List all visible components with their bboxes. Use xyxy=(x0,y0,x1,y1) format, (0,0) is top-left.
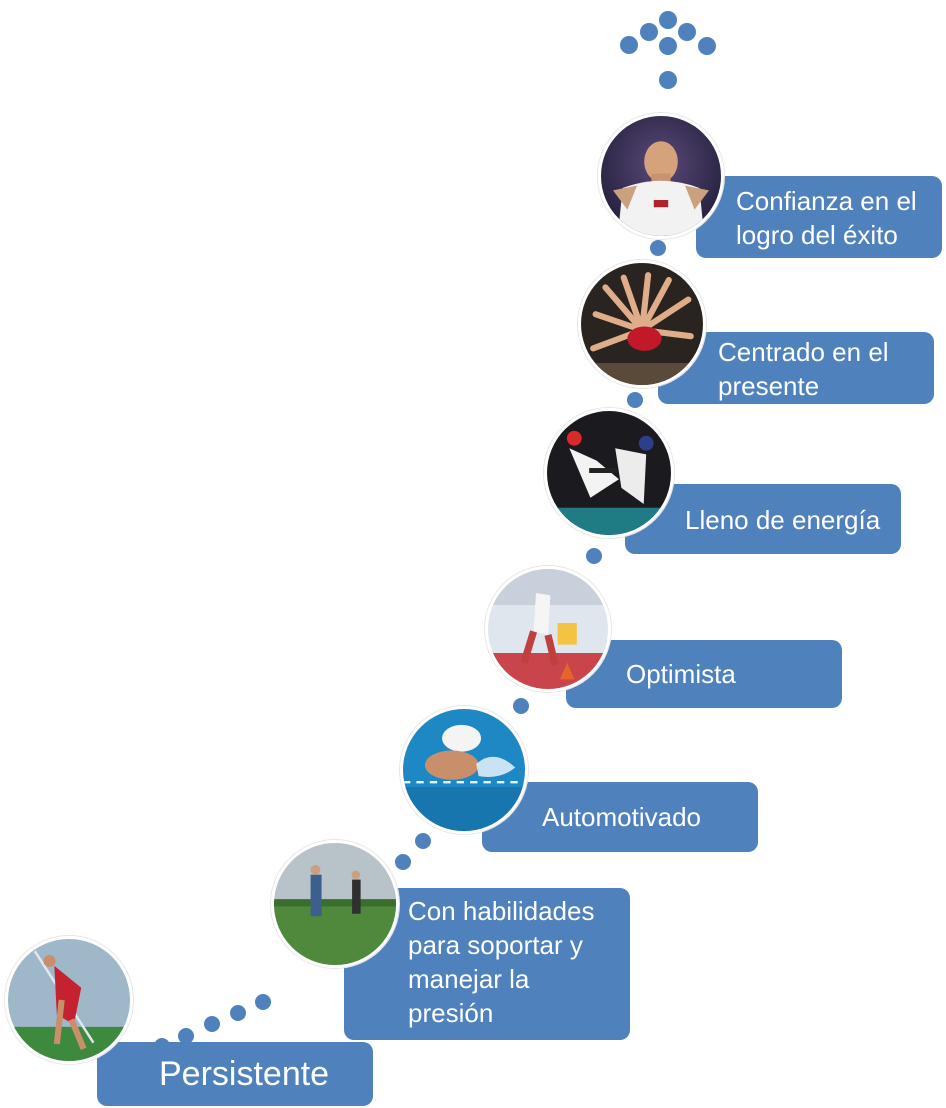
runner-on-track-photo xyxy=(485,566,611,692)
swimmer-photo xyxy=(400,706,528,834)
gymnast-on-rings-photo xyxy=(598,113,724,239)
step-label-persistente: Persistente xyxy=(97,1042,373,1106)
step-label-lleno: Lleno de energía xyxy=(625,484,901,554)
step-label-automotivado: Automotivado xyxy=(482,782,758,852)
pole-vault-athlete-photo xyxy=(5,936,133,1064)
step-label-optimista: Optimista xyxy=(566,640,842,708)
gymnast-sequence-photo xyxy=(578,260,706,388)
step-label-centrado: Centrado en el presente xyxy=(658,332,934,404)
step-label-confianza: Confianza en el logro del éxito xyxy=(696,176,942,258)
golfers-on-course-photo xyxy=(271,840,399,968)
taekwondo-fighters-photo xyxy=(544,408,674,538)
